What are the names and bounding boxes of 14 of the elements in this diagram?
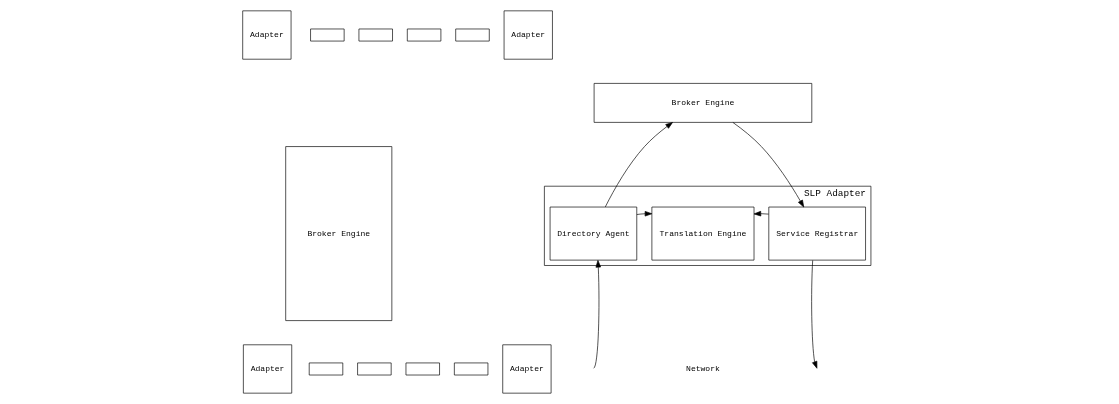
node-box [455, 28, 490, 42]
arrow [593, 260, 601, 369]
node-box [310, 28, 345, 42]
arrow [732, 122, 805, 208]
arrow [604, 122, 673, 208]
node-box [358, 28, 393, 42]
node-box [405, 362, 440, 376]
arrow [636, 211, 653, 217]
node-box [357, 362, 392, 376]
node-box [454, 362, 489, 376]
arrow [753, 211, 769, 217]
node-box [308, 362, 344, 376]
arrow [811, 260, 818, 369]
node-box [406, 28, 442, 42]
